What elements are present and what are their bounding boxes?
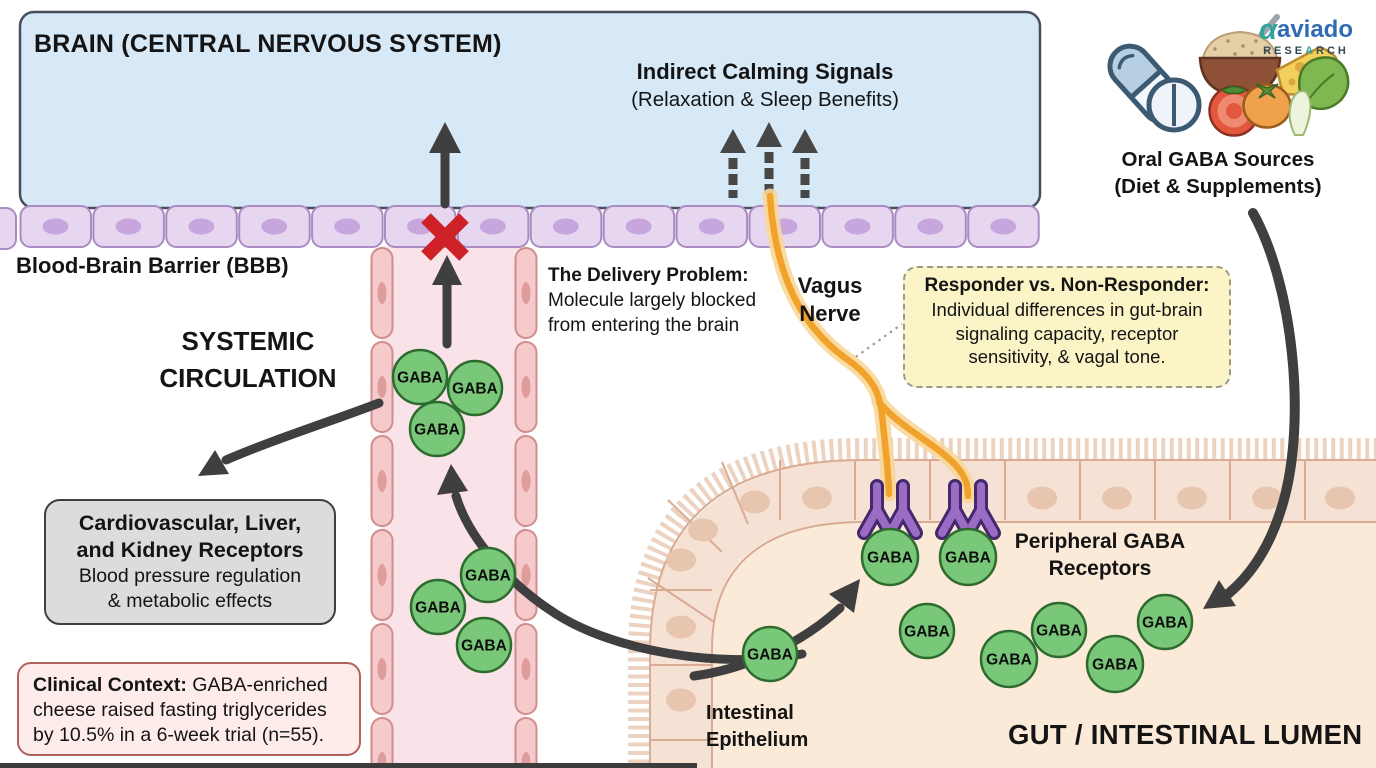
responder-note-box: Responder vs. Non-Responder: Individual … xyxy=(903,266,1231,388)
arrow-oral-to-gut-head xyxy=(1203,580,1236,609)
arrow-oral-to-gut xyxy=(1223,208,1300,599)
gaba-molecule: GABA xyxy=(979,629,1039,689)
arrow-to-peripheral-organs xyxy=(221,398,384,465)
clinical-context-box: Clinical Context: GABA-enriched cheese r… xyxy=(17,662,361,756)
gaba-molecule: GABA xyxy=(446,359,504,417)
gaba-molecule: GABA xyxy=(741,625,799,683)
responder-leader-line xyxy=(849,323,903,362)
logo-subtitle: RESEARCH xyxy=(1263,45,1349,57)
arrow-absorption-head xyxy=(437,464,468,495)
arrow-into-brain-head xyxy=(429,122,461,153)
logo-alpha-icon: α xyxy=(1258,14,1277,46)
gaba-molecule: GABA xyxy=(1030,601,1088,659)
svg-text:GABA: GABA xyxy=(415,600,461,617)
bbb-cell-band xyxy=(19,205,1040,248)
bok-choy-icon xyxy=(1288,56,1350,136)
svg-text:GABA: GABA xyxy=(461,638,507,655)
gaba-molecule: GABA xyxy=(898,602,956,660)
svg-text:GABA: GABA xyxy=(1036,623,1082,640)
bbb-label: Blood-Brain Barrier (BBB) xyxy=(16,253,289,278)
arrow-absorption-to-circulation xyxy=(451,491,807,665)
vagus-nerve-label: Vagus Nerve xyxy=(797,273,863,326)
delivery-problem-note: The Delivery Problem: Molecule largely b… xyxy=(548,263,776,338)
gaba-molecule: GABA xyxy=(938,527,998,587)
vessel-lumen xyxy=(381,246,526,768)
gaba-molecule: GABA xyxy=(408,400,466,458)
svg-text:GABA: GABA xyxy=(465,568,511,585)
delivery-problem-body: Molecule largely blocked from entering t… xyxy=(548,290,757,336)
svg-text:GABA: GABA xyxy=(1092,657,1138,674)
cardio-receptors-box: Cardiovascular, Liver, and Kidney Recept… xyxy=(44,499,336,625)
arrow-to-peripheral-organs-head xyxy=(198,450,229,476)
svg-text:GABA: GABA xyxy=(867,550,913,567)
oral-source-icons xyxy=(1107,14,1350,137)
delivery-problem-title: The Delivery Problem: xyxy=(548,265,749,286)
clinical-body: GABA-enriched cheese raised fasting trig… xyxy=(33,674,328,746)
arrow-up-vessel-head xyxy=(432,255,462,285)
red-x-icon xyxy=(421,213,469,261)
systemic-circulation-label: SYSTEMIC CIRCULATION xyxy=(159,326,337,393)
indirect-calming-signals-label: Indirect Calming Signals (Relaxation & S… xyxy=(565,59,965,112)
peripheral-receptors-label: Peripheral GABA Receptors xyxy=(1014,530,1186,580)
gaba-molecule: GABA xyxy=(455,616,513,674)
gaba-molecule: GABA xyxy=(1085,634,1145,694)
svg-text:GABA: GABA xyxy=(904,624,950,641)
svg-text:GABA: GABA xyxy=(397,370,443,387)
responder-title: Responder vs. Non-Responder: xyxy=(924,275,1210,296)
gaba-molecule: GABA xyxy=(1136,593,1194,651)
epithelium-outer-edge xyxy=(649,459,1376,768)
responder-body: Individual differences in gut-brain sign… xyxy=(931,299,1203,367)
clinical-title: Clinical Context: xyxy=(33,674,187,696)
gaba-molecule: GABA xyxy=(860,527,920,587)
logo-brand: aviado xyxy=(1276,16,1353,43)
arrow-lumen-to-receptor-head xyxy=(829,579,860,613)
indirect-subtitle: (Relaxation & Sleep Benefits) xyxy=(631,88,899,111)
svg-text:GABA: GABA xyxy=(452,381,498,398)
svg-text:GABA: GABA xyxy=(747,647,793,664)
indirect-title: Indirect Calming Signals xyxy=(636,59,894,84)
vagus-nerve-path xyxy=(762,188,976,504)
dashed-calming-arrows xyxy=(720,122,818,198)
oral-gaba-sources-label: Oral GABA Sources (Diet & Supplements) xyxy=(1114,148,1322,198)
gut-lumen-label: GUT / INTESTINAL LUMEN xyxy=(1008,719,1363,750)
epithelium-inner-edge xyxy=(711,521,1376,768)
epithelium-cells-detail xyxy=(647,460,1355,741)
gaba-molecule: GABA xyxy=(409,578,467,636)
bbb-cell-partial xyxy=(0,207,17,250)
svg-text:GABA: GABA xyxy=(986,652,1032,669)
svg-text:GABA: GABA xyxy=(414,422,460,439)
brain-title: BRAIN (CENTRAL NERVOUS SYSTEM) xyxy=(34,30,502,58)
gaba-molecule: GABA xyxy=(459,546,517,604)
vessel-wall-cells xyxy=(370,247,538,768)
tablet-icon xyxy=(1146,77,1202,133)
svg-text:GABA: GABA xyxy=(1142,615,1188,632)
bottom-edge-strip xyxy=(0,763,697,768)
intestinal-epithelium-label: Intestinal Epithelium xyxy=(706,702,809,751)
flow-arrows xyxy=(198,122,1300,681)
brand-logo: αaviado RESEARCH xyxy=(1243,14,1369,58)
brain-region xyxy=(18,10,1042,210)
svg-text:GABA: GABA xyxy=(945,550,991,567)
gaba-molecule: GABA xyxy=(391,348,449,406)
persimmon-icon xyxy=(1242,83,1292,129)
